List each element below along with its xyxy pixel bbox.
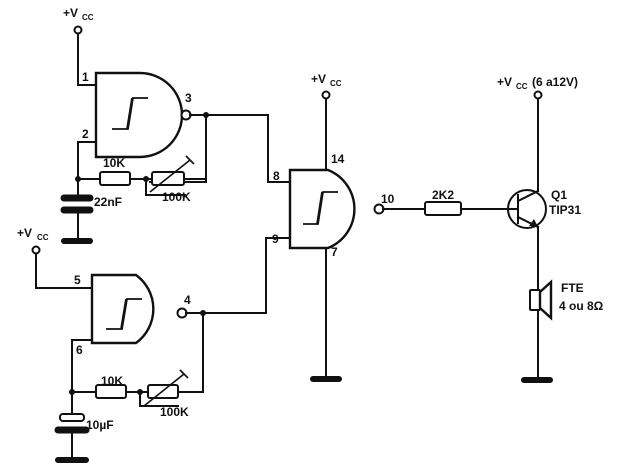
speaker-name: FTE bbox=[561, 281, 584, 295]
pin-3: 3 bbox=[185, 91, 192, 105]
transistor-q1-name: Q1 bbox=[551, 188, 567, 202]
vcc-label-gate3: +V bbox=[311, 72, 326, 86]
vcc-label-gate2: +V bbox=[17, 226, 32, 240]
transistor-q1 bbox=[507, 189, 547, 229]
speaker-impedance: 4 ou 8Ω bbox=[559, 299, 604, 313]
pin-10: 10 bbox=[381, 192, 395, 206]
speaker-icon bbox=[529, 279, 553, 321]
pin-4: 4 bbox=[184, 293, 191, 307]
pin-7: 7 bbox=[331, 245, 338, 259]
vcc-terminal-q1: +V CC (6 a12V) bbox=[497, 75, 578, 100]
vcc-terminal-gate1: +V CC bbox=[63, 6, 94, 35]
vcc-label-gate1: +V bbox=[63, 6, 78, 20]
resistor-r3-label: 2K2 bbox=[432, 188, 454, 202]
pin-1: 1 bbox=[82, 70, 89, 84]
pin-8: 8 bbox=[273, 169, 280, 183]
transistor-q1-type: TIP31 bbox=[549, 203, 581, 217]
pin-6: 6 bbox=[76, 343, 83, 357]
resistor-r1 bbox=[99, 171, 131, 186]
vcc-terminal-gate2: +V CC bbox=[17, 226, 49, 255]
potentiometer-p2-label: 100K bbox=[160, 405, 189, 419]
vcc-sub-gate2: CC bbox=[37, 233, 49, 242]
pin-14: 14 bbox=[331, 152, 345, 166]
nand-gate-2 bbox=[90, 273, 188, 345]
pin-9: 9 bbox=[272, 232, 279, 246]
pin-5: 5 bbox=[74, 273, 81, 287]
capacitor-c2-plate bbox=[59, 413, 85, 422]
vcc-sub-q1: CC bbox=[516, 82, 528, 91]
capacitor-c1-label: 22nF bbox=[94, 195, 122, 209]
pin-2: 2 bbox=[82, 127, 89, 141]
vcc-sub-gate3: CC bbox=[330, 79, 342, 88]
capacitor-c2-label: 10µF bbox=[86, 418, 114, 432]
vcc-sub-gate1: CC bbox=[82, 13, 94, 22]
nand-gate-1 bbox=[94, 71, 192, 159]
resistor-r2-label: 10K bbox=[101, 374, 123, 388]
vcc-label-q1: +V bbox=[497, 75, 512, 89]
potentiometer-p1-label: 100K bbox=[162, 190, 191, 204]
nand-gate-3 bbox=[288, 168, 385, 250]
vcc-range-q1: (6 a12V) bbox=[532, 75, 578, 89]
resistor-r3 bbox=[424, 201, 462, 216]
resistor-r1-label: 10K bbox=[103, 156, 125, 170]
vcc-terminal-gate3: +V CC bbox=[311, 72, 342, 100]
